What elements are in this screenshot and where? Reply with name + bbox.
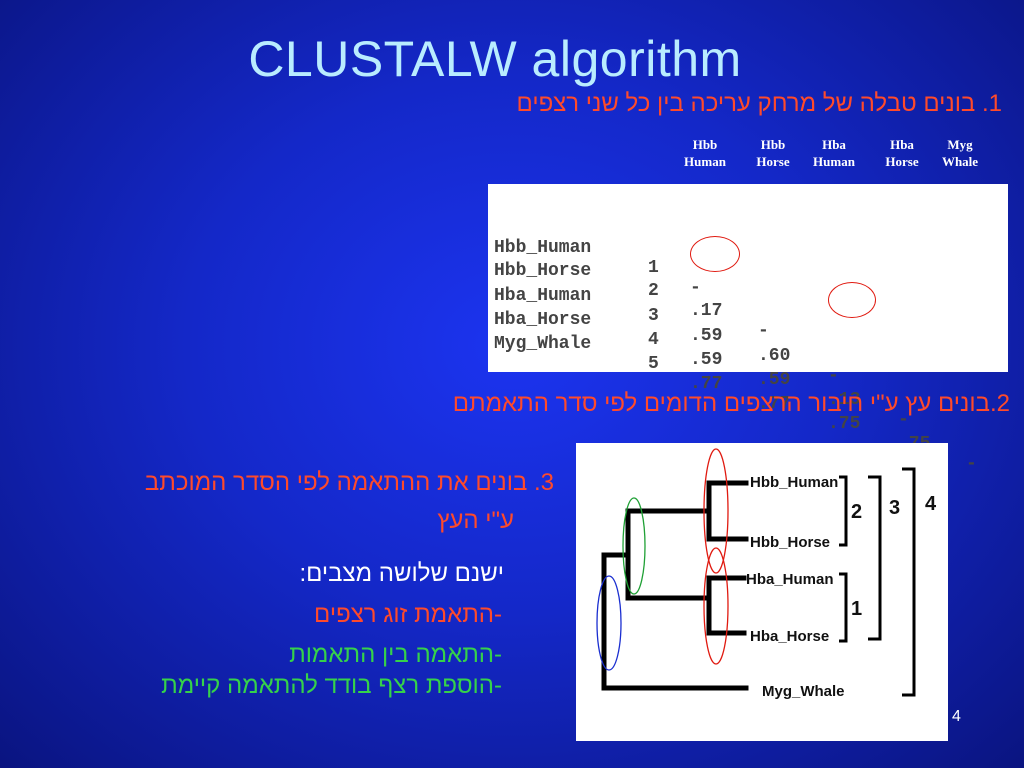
mode-profile-alignment: -התאמה בין התאמות bbox=[289, 641, 502, 668]
highlight-circle-017 bbox=[690, 236, 740, 272]
mode-add-sequence: -הוספת רצף בודד להתאמה קיימת bbox=[161, 672, 502, 699]
bracket-4 bbox=[902, 467, 916, 697]
slide-title: CLUSTALW algorithm bbox=[248, 31, 742, 87]
leaf-label: Hba_Human bbox=[746, 571, 834, 588]
pair-highlight-hbb bbox=[703, 448, 729, 574]
distance-matrix: Hbb_Human 1 - Hbb_Horse 2 .17 - Hba_Huma… bbox=[488, 184, 1008, 474]
leaf-label: Hba_Horse bbox=[750, 628, 829, 645]
modes-title: ישנם שלושה מצבים: bbox=[299, 560, 504, 587]
step-2: 2.בונים עץ ע"י חיבור הרצפים הדומים לפי ס… bbox=[452, 390, 1010, 417]
page-number: 4 bbox=[952, 708, 961, 725]
join-order-label: 2 bbox=[851, 501, 862, 523]
step-3-line2: ע"י העץ bbox=[437, 507, 514, 534]
table-row: Hba_Human 3 .59 .60 - bbox=[494, 286, 839, 386]
step-1-number: 1. bbox=[981, 90, 1002, 117]
guide-tree: Hbb_Human Hbb_Horse Hba_Human Hba_Horse … bbox=[576, 443, 948, 741]
join-order-label: 3 bbox=[889, 497, 900, 519]
bracket-1 bbox=[839, 572, 848, 643]
bracket-2 bbox=[839, 475, 848, 547]
join-order-label: 4 bbox=[925, 493, 937, 515]
table-row: Hbb_Horse 2 .17 - bbox=[494, 261, 769, 341]
step-1-text: בונים טבלה של מרחק עריכה בין כל שני רצפי… bbox=[516, 90, 976, 117]
bracket-3 bbox=[868, 475, 882, 641]
guide-tree-svg: Hbb_Human Hbb_Horse Hba_Human Hba_Horse … bbox=[596, 448, 937, 700]
leaf-label: Hbb_Horse bbox=[750, 534, 830, 551]
group-highlight bbox=[622, 497, 646, 595]
step-3: 3. בונים את ההתאמה לפי הסדר המוכתב ע"י ה… bbox=[0, 464, 554, 540]
step-3-line1: בונים את ההתאמה לפי הסדר המוכתב bbox=[144, 469, 528, 496]
step-3-number: 3. bbox=[533, 469, 554, 496]
highlight-circle-013 bbox=[828, 282, 876, 318]
table-row: Hba_Horse 4 .59 .59 .13 - bbox=[494, 310, 909, 430]
mode-pair-alignment: -התאמת זוג רצפים bbox=[314, 601, 502, 628]
single-add-highlight bbox=[596, 575, 622, 671]
leaf-label: Hbb_Human bbox=[750, 474, 838, 491]
pair-highlight-hba bbox=[703, 547, 729, 665]
leaf-label: Myg_Whale bbox=[762, 683, 845, 700]
join-order-label: 1 bbox=[851, 598, 862, 620]
step-1: 1. בונים טבלה של מרחק עריכה בין כל שני ר… bbox=[517, 90, 1002, 118]
table-row: Hbb_Human 1 - bbox=[494, 238, 701, 298]
